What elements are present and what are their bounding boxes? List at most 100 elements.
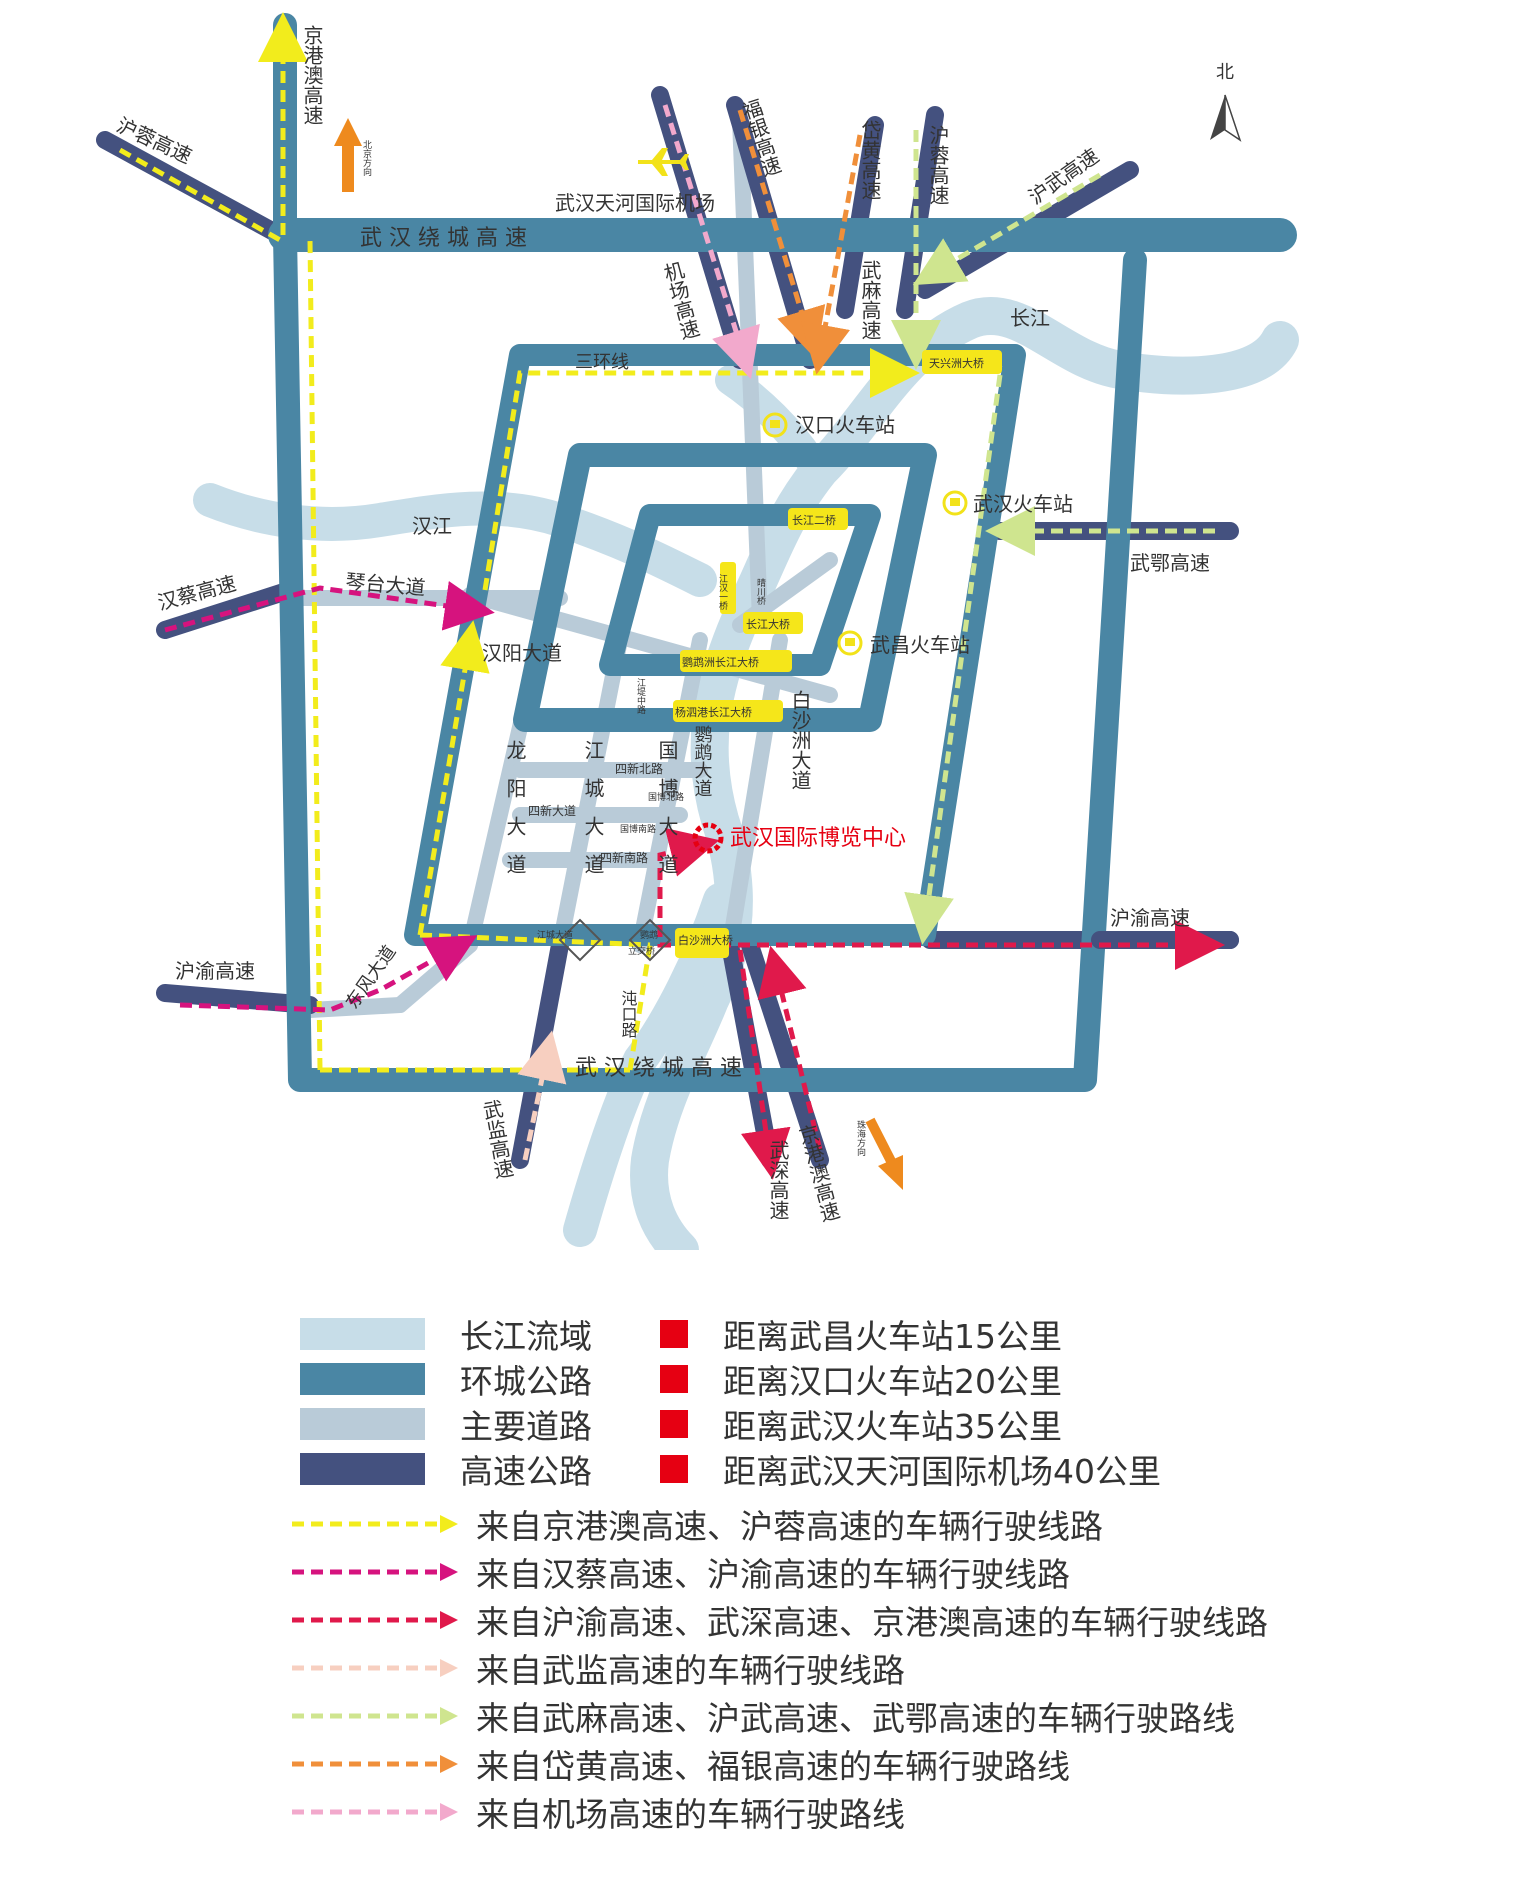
zhuankou-label: 沌口路 — [619, 990, 638, 1038]
wuhan-station-icon — [942, 490, 968, 516]
small-road-2: 国博南路 — [620, 823, 656, 835]
wuhan-station-label: 武汉火车站 — [973, 492, 1073, 516]
longyang-label: 龙阳大道 — [503, 740, 527, 892]
red-square-icon — [660, 1365, 688, 1393]
wuchang-station-icon — [837, 630, 863, 656]
legend-distance-hankou: 距离汉口火车站20公里 — [660, 1355, 1062, 1403]
hankou-station-icon — [762, 412, 788, 438]
dashed-arrow-icon — [292, 1611, 458, 1629]
jinggangao-north-label: 京港澳高速 — [300, 25, 324, 125]
jinggangao-south-label: 京港澳高速 — [793, 1122, 842, 1225]
interchange-bridge-label: 立交桥 — [628, 945, 655, 957]
sixin-label: 四新大道 — [528, 803, 576, 818]
legend-label-expressway: 高速公路 — [460, 1452, 592, 1491]
dashed-arrow-icon — [292, 1707, 458, 1725]
hankou-station-label: 汉口火车站 — [795, 413, 895, 437]
route-peach-label: 来自武监高速的车辆行驶线路 — [476, 1651, 905, 1690]
bridge-erqiao: 长江二桥 — [792, 514, 836, 527]
legend-route-red: 来自沪渝高速、武深高速、京港澳高速的车辆行驶线路 — [290, 1596, 1268, 1644]
wushen-label: 武深高速 — [766, 1140, 790, 1220]
baishazhou-road-label: 白沙洲大道 — [788, 690, 812, 790]
red-square-icon — [660, 1410, 688, 1438]
legend-swatch-river — [300, 1318, 425, 1350]
jiangcheng-label: 江城大道 — [581, 740, 605, 892]
airport-label: 武汉天河国际机场 — [555, 191, 715, 215]
yangtze-label: 长江 — [1010, 306, 1050, 330]
zhuhai-direction-label: 珠海方向 — [855, 1119, 866, 1156]
legend-route-yellow: 来自京港澳高速、沪蓉高速的车辆行驶线路 — [290, 1500, 1103, 1548]
yingwu-interchange-label: 鹦鹉 — [640, 929, 658, 941]
venue-marker-icon — [692, 822, 724, 854]
legend-swatch-main-road — [300, 1408, 425, 1440]
hanyang-label: 汉阳大道 — [482, 641, 562, 665]
legend-route-orange: 来自岱黄高速、福银高速的车辆行驶路线 — [290, 1740, 1070, 1788]
hurong-north-label: 沪蓉高速 — [926, 125, 950, 205]
route-red-label: 来自沪渝高速、武深高速、京港澳高速的车辆行驶线路 — [476, 1603, 1268, 1642]
distance-wuhan-label: 距离武汉火车站35公里 — [723, 1407, 1062, 1446]
bridge-qingchuan: 晴川桥 — [755, 577, 766, 606]
guobo-label: 国博大道 — [655, 740, 679, 892]
wuhan-traffic-map: 天兴洲大桥 长江二桥 长江大桥 鹦鹉洲长江大桥 杨泗港长江大桥 白沙洲大桥 江汉… — [96, 12, 1299, 1250]
legend-label-main-road: 主要道路 — [460, 1407, 592, 1446]
airport-expressway-label: 机场高速 — [658, 259, 702, 343]
sixin-south-label: 四新南路 — [600, 850, 648, 865]
legend-distance-wuchang: 距离武昌火车站15公里 — [660, 1310, 1062, 1358]
legend-area-river: 长江流域 — [300, 1310, 592, 1358]
red-square-icon — [660, 1320, 688, 1348]
legend-area-expressway: 高速公路 — [300, 1445, 592, 1493]
bridge-changjiang: 长江大桥 — [746, 617, 790, 631]
route-pink — [662, 104, 760, 380]
route-lightgreen — [891, 130, 1215, 945]
wujian-label: 武监高速 — [478, 1098, 516, 1181]
huyu-west-label: 沪渝高速 — [175, 959, 255, 983]
north-compass-icon: 北 — [1210, 62, 1242, 142]
sixin-north-label: 四新北路 — [615, 761, 663, 776]
small-road-1: 国博北路 — [648, 791, 684, 803]
legend-route-pink: 来自机场高速的车辆行驶路线 — [290, 1788, 905, 1836]
route-magenta — [164, 581, 495, 1013]
route-magenta-label: 来自汉蔡高速、沪渝高速的车辆行驶线路 — [476, 1555, 1070, 1594]
jiangdi-label: 江堤中路 — [635, 678, 646, 715]
beijing-direction-label: 北京方向 — [361, 140, 372, 176]
legend-area-ring: 环城公路 — [300, 1355, 592, 1403]
legend-route-lightgreen: 来自武麻高速、沪武高速、武鄂高速的车辆行驶路线 — [290, 1692, 1235, 1740]
outer-ring-bottom-label: 武 汉 绕 城 高 速 — [575, 1056, 742, 1081]
route-red — [657, 828, 1225, 1180]
legend-distance-airport: 距离武汉天河国际机场40公里 — [660, 1445, 1161, 1493]
legend-area-main-road: 主要道路 — [300, 1400, 592, 1448]
dashed-arrow-icon — [292, 1515, 458, 1533]
bridge-baishazhou: 白沙洲大桥 — [678, 933, 733, 947]
bridge-yangsigang: 杨泗港长江大桥 — [675, 705, 752, 719]
legend-swatch-ring — [300, 1363, 425, 1395]
route-lightgreen-label: 来自武麻高速、沪武高速、武鄂高速的车辆行驶路线 — [476, 1699, 1235, 1738]
compass-north-label: 北 — [1216, 62, 1234, 83]
legend-distance-wuhan: 距离武汉火车站35公里 — [660, 1400, 1062, 1448]
route-orange — [737, 109, 863, 375]
legend-route-magenta: 来自汉蔡高速、沪渝高速的车辆行驶线路 — [290, 1548, 1070, 1596]
legend-route-peach: 来自武监高速的车辆行驶线路 — [290, 1644, 905, 1692]
bridge-jianghan: 江汉一桥 — [717, 574, 728, 611]
wuchang-station-label: 武昌火车站 — [870, 633, 970, 657]
venue-label: 武汉国际博览中心 — [730, 826, 906, 851]
distance-hankou-label: 距离汉口火车站20公里 — [723, 1362, 1062, 1401]
dashed-arrow-icon — [292, 1659, 458, 1677]
huyu-east-label: 沪渝高速 — [1110, 906, 1190, 930]
wue-label: 武鄂高速 — [1130, 551, 1210, 575]
yingwu-label: 鹦鹉大道 — [692, 725, 713, 797]
bridge-yingwuzhou: 鹦鹉洲长江大桥 — [682, 655, 759, 669]
airplane-icon — [638, 148, 689, 176]
third-ring-label: 三环线 — [575, 352, 629, 373]
route-yellow-label: 来自京港澳高速、沪蓉高速的车辆行驶线路 — [476, 1507, 1103, 1546]
legend-swatch-expressway — [300, 1453, 425, 1485]
jiangcheng-interchange-label: 江城大道 — [537, 929, 573, 941]
distance-airport-label: 距离武汉天河国际机场40公里 — [723, 1452, 1161, 1491]
distance-wuchang-label: 距离武昌火车站15公里 — [723, 1317, 1062, 1356]
bridge-labels: 天兴洲大桥 长江二桥 长江大桥 鹦鹉洲长江大桥 杨泗港长江大桥 白沙洲大桥 江汉… — [673, 350, 1002, 958]
zhuhai-arrow-icon — [865, 1117, 903, 1190]
bridge-tianxingzhou: 天兴洲大桥 — [929, 356, 984, 370]
outer-ring-top-label: 武 汉 绕 城 高 速 — [360, 226, 527, 251]
legend-label-river: 长江流域 — [460, 1317, 592, 1356]
wuma-label: 武麻高速 — [858, 260, 882, 340]
dashed-arrow-icon — [292, 1803, 458, 1821]
interchange-icons — [558, 918, 672, 962]
